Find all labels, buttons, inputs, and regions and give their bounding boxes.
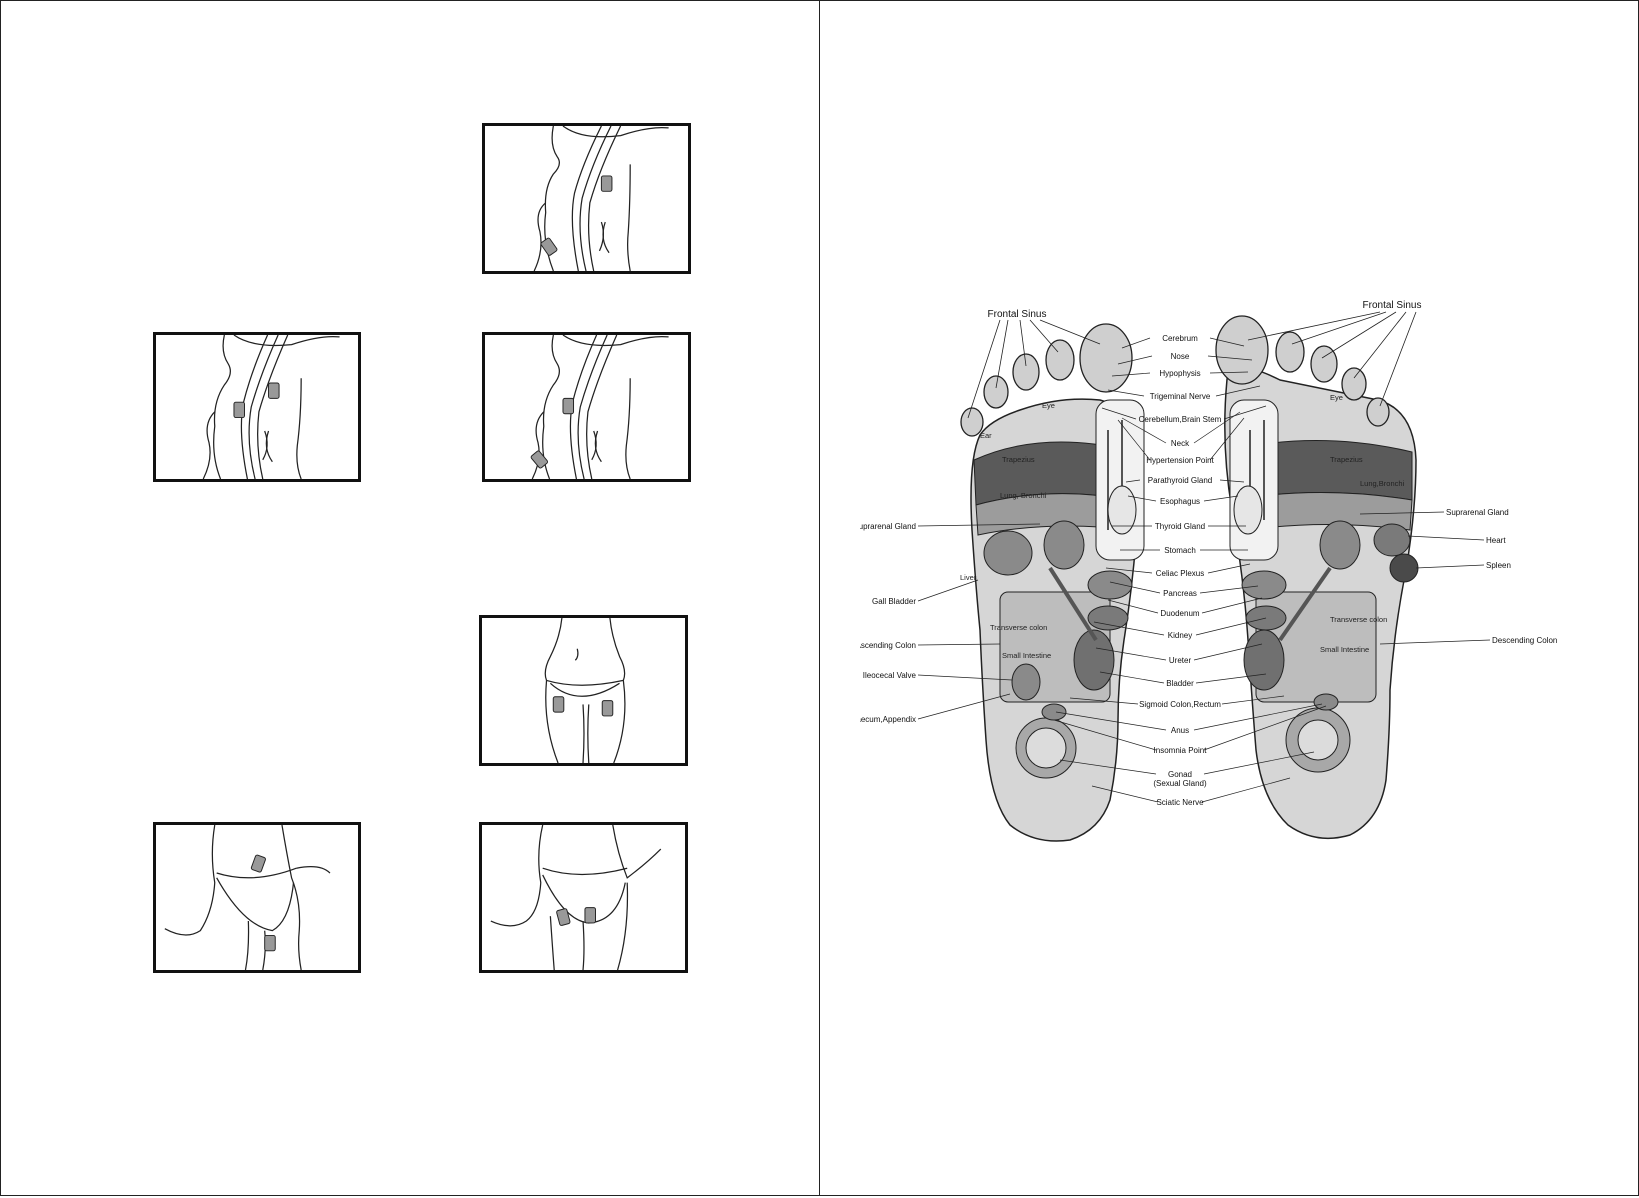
electrode-pad: [601, 700, 614, 717]
electrode-pad: [584, 907, 596, 924]
illustration-upper-back-arm: [482, 123, 691, 274]
electrode-pad: [540, 237, 558, 256]
foot-label-transverse-left: Transverse colon: [990, 623, 1047, 632]
electrode-pad: [562, 397, 575, 415]
foot-reflexology-diagram: Eye Ear Trapezius Lung, Bronchi Liver Tr…: [851, 300, 1580, 900]
label-parathyroid: Parathyroid Gland: [1148, 476, 1212, 485]
frontal-sinus-right-label: Frontal Sinus: [1363, 300, 1422, 311]
label-sciatic: Sciatic Nerve: [1156, 798, 1204, 807]
illustration-back-arm: [482, 332, 691, 482]
label-hypophysis: Hypophysis: [1159, 369, 1200, 378]
label-heart: Heart: [1486, 536, 1506, 545]
foot-label-trapezius-right: Trapezius: [1330, 455, 1363, 464]
label-esophagus: Esophagus: [1160, 497, 1200, 506]
label-thyroid: Thyroid Gland: [1155, 522, 1205, 531]
label-gall-bladder: Gall Bladder: [872, 597, 916, 606]
label-kidney: Kidney: [1168, 631, 1192, 640]
foot-label-lung-left: Lung, Bronchi: [1000, 491, 1047, 500]
label-neck: Neck: [1171, 439, 1190, 448]
label-sigmoid: Sigmoid Colon,Rectum: [1139, 700, 1221, 709]
foot-label-ear: Ear: [980, 431, 992, 440]
illustration-side-back-thigh: [153, 822, 361, 973]
electrode-pad: [264, 934, 276, 952]
label-gonad: Gonad: [1168, 770, 1192, 779]
electrode-pad: [233, 401, 245, 419]
figure-back-drawing: [533, 126, 669, 271]
label-cerebellum: Cerebellum,Brain Stem: [1139, 415, 1222, 424]
label-suprarenal-right: Suprarenal Gland: [1446, 508, 1509, 517]
center-labels: Cerebrum Nose Hypophysis Trigeminal Nerv…: [1139, 334, 1222, 807]
label-celiac: Celiac Plexus: [1156, 569, 1204, 578]
electrode-pad: [600, 175, 613, 192]
frontal-sinus-left-label: Frontal Sinus: [988, 309, 1047, 320]
left-foot: Eye Ear Trapezius Lung, Bronchi Liver Tr…: [960, 323, 1145, 842]
label-hypertension: Hypertension Point: [1146, 456, 1214, 465]
label-ascending-colon: Ascending Colon: [860, 641, 916, 650]
label-caecum: Caecum,Appendix: [860, 715, 916, 724]
foot-reflexology-svg: Eye Ear Trapezius Lung, Bronchi Liver Tr…: [851, 300, 1557, 842]
illustration-front-thighs: [479, 615, 688, 766]
label-ureter: Ureter: [1169, 656, 1192, 665]
illustration-shoulder-back: [153, 332, 361, 482]
label-trigeminal: Trigeminal Nerve: [1150, 392, 1211, 401]
foot-label-liver: Liver: [960, 573, 977, 582]
label-nose: Nose: [1171, 352, 1190, 361]
label-descending-colon: Descending Colon: [1492, 636, 1557, 645]
foot-label-transverse-right: Transverse colon: [1330, 615, 1387, 624]
label-ileocecal: Ileocecal Valve: [863, 671, 917, 680]
electrode-pad: [268, 382, 280, 399]
foot-label-small-intestine-right: Small Intestine: [1320, 645, 1369, 654]
illustration-back-thighs: [479, 822, 688, 973]
label-spleen: Spleen: [1486, 561, 1511, 570]
foot-label-lung-right: Lung,Bronchi: [1360, 479, 1405, 488]
label-suprarenal-left: Suprarenal Gland: [860, 522, 916, 531]
foot-label-eye-right: Eye: [1330, 393, 1343, 402]
label-duodenum: Duodenum: [1160, 609, 1199, 618]
label-bladder: Bladder: [1166, 679, 1194, 688]
foot-label-small-intestine-left: Small Intestine: [1002, 651, 1051, 660]
right-foot: Eye Trapezius Lung,Bronchi Transverse co…: [1215, 315, 1419, 840]
foot-label-trapezius-left: Trapezius: [1002, 455, 1035, 464]
electrode-pad: [552, 696, 565, 713]
label-cerebrum: Cerebrum: [1162, 334, 1198, 343]
electrode-pad: [556, 908, 571, 926]
foot-label-eye-left: Eye: [1042, 401, 1055, 410]
right-labels: Suprarenal Gland Heart Spleen Descending…: [1359, 508, 1557, 645]
label-stomach: Stomach: [1164, 546, 1196, 555]
label-insomnia: Insomnia Point: [1154, 746, 1208, 755]
label-sexual-gland: (Sexual Gland): [1153, 779, 1207, 788]
left-labels: Suprarenal Gland Gall Bladder Ascending …: [851, 522, 1041, 724]
right-page: [819, 0, 1639, 1196]
electrode-pad: [250, 854, 266, 873]
label-anus: Anus: [1171, 726, 1189, 735]
electrode-pad: [530, 450, 549, 469]
left-page: [0, 0, 820, 1196]
label-pancreas: Pancreas: [1163, 589, 1197, 598]
